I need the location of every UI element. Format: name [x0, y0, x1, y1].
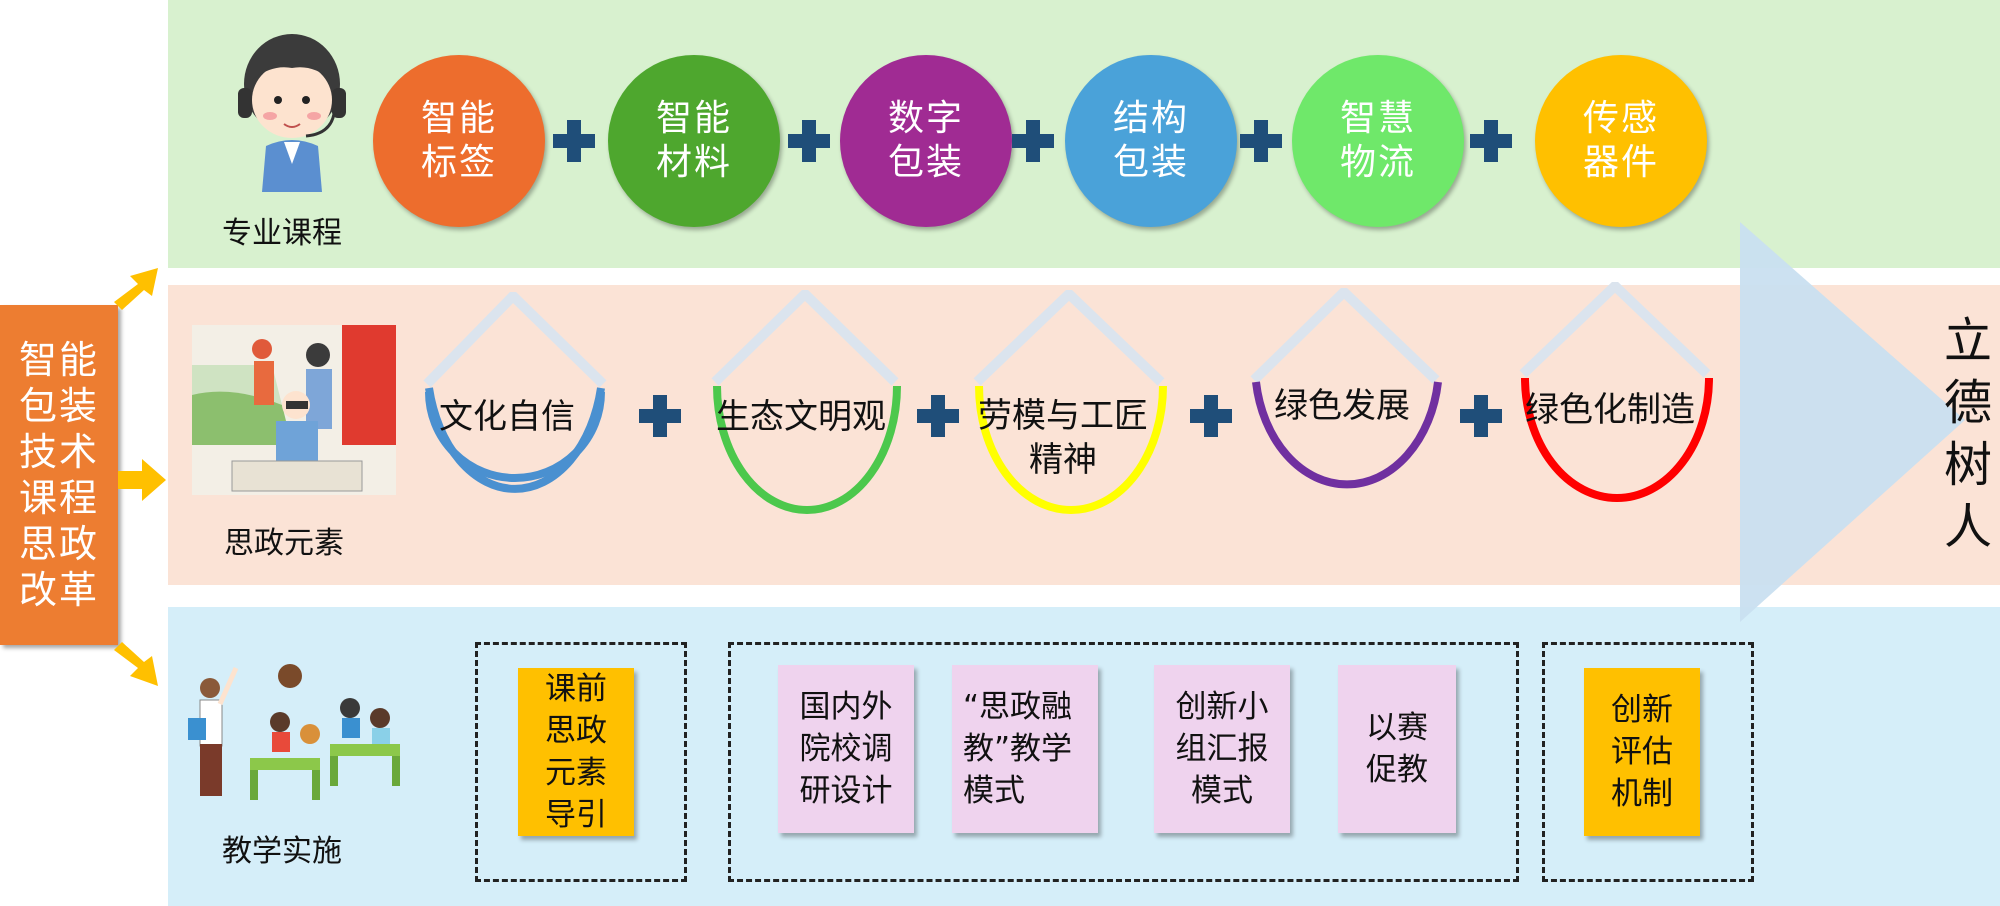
- course-circle-label: 数字包装: [887, 98, 964, 183]
- plus-icon: [639, 395, 681, 437]
- plus-icon: [1460, 395, 1502, 437]
- arrow-right-icon: [118, 459, 166, 501]
- teaching-note: 创新评估机制: [1584, 668, 1700, 836]
- plus-icon: [917, 395, 959, 437]
- teaching-note: 创新小组汇报模式: [1154, 665, 1290, 833]
- plus-icon: [1012, 120, 1054, 162]
- drop-label: 绿色化制造: [1525, 390, 1695, 430]
- course-circle-label: 智能标签: [420, 98, 497, 183]
- arrow-up-right-icon: [114, 268, 158, 310]
- teaching-note: 以赛促教: [1338, 665, 1456, 833]
- teaching-label: 教学实施: [222, 834, 342, 869]
- course-circle: 智能材料: [608, 55, 780, 227]
- teaching-note: 课前思政元素导引: [518, 668, 634, 836]
- arrow-down-right-icon: [114, 642, 158, 686]
- dashed-group-eval: [1542, 642, 1754, 882]
- course-circle-label: 结构包装: [1112, 98, 1189, 183]
- drop-label: 劳模与工匠精神: [978, 396, 1148, 480]
- plus-icon: [1470, 120, 1512, 162]
- classroom-illustration: [192, 325, 396, 495]
- teaching-note-text: 创新评估机制: [1611, 692, 1673, 812]
- teaching-note-text: 以赛促教: [1366, 710, 1428, 788]
- course-label: 专业课程: [222, 216, 342, 251]
- teaching-note-text: 创新小组汇报模式: [1175, 689, 1269, 809]
- teaching-note-text: 课前思政元素导引: [545, 671, 607, 833]
- side-title-box: 智能包装技术课程思政改革: [0, 305, 118, 645]
- drop-label: 绿色发展: [1274, 386, 1410, 426]
- classroom-teacher-illustration: [188, 664, 400, 800]
- drop-shape: [973, 290, 1167, 514]
- drop-shape: [711, 290, 901, 514]
- teaching-note: “思政融教”教学模式: [952, 665, 1098, 833]
- ideology-label: 思政元素: [224, 526, 344, 561]
- course-circle: 数字包装: [840, 55, 1012, 227]
- dashed-group-pre: [475, 642, 687, 882]
- course-circle: 结构包装: [1065, 55, 1237, 227]
- dashed-group-mode: [728, 642, 1519, 882]
- course-circle-label: 智慧物流: [1339, 98, 1416, 183]
- side-title: 智能包装技术课程思政改革: [18, 338, 99, 612]
- teaching-note-text: 国内外院校调研设计: [799, 689, 893, 809]
- drop-shape: [423, 292, 607, 493]
- drop-shape: [1250, 288, 1442, 489]
- course-circle-label: 传感器件: [1582, 98, 1659, 183]
- drop-shape: [1519, 282, 1713, 502]
- goal-text: 立德树人: [1943, 313, 1992, 555]
- plus-icon: [553, 120, 595, 162]
- course-circle-label: 智能材料: [655, 98, 732, 183]
- plus-icon: [1240, 120, 1282, 162]
- course-circle: 传感器件: [1535, 55, 1707, 227]
- drop-label: 文化自信: [439, 397, 575, 437]
- goal-arrow: [1740, 222, 1965, 622]
- teaching-note-text: “思政融教”教学模式: [963, 689, 1073, 809]
- plus-icon: [788, 120, 830, 162]
- course-circle: 智慧物流: [1292, 55, 1464, 227]
- plus-icon: [1190, 395, 1232, 437]
- drop-label: 生态文明观: [716, 397, 886, 437]
- course-circle: 智能标签: [373, 55, 545, 227]
- teaching-note: 国内外院校调研设计: [778, 665, 914, 833]
- teacher-headset-icon: [238, 34, 346, 192]
